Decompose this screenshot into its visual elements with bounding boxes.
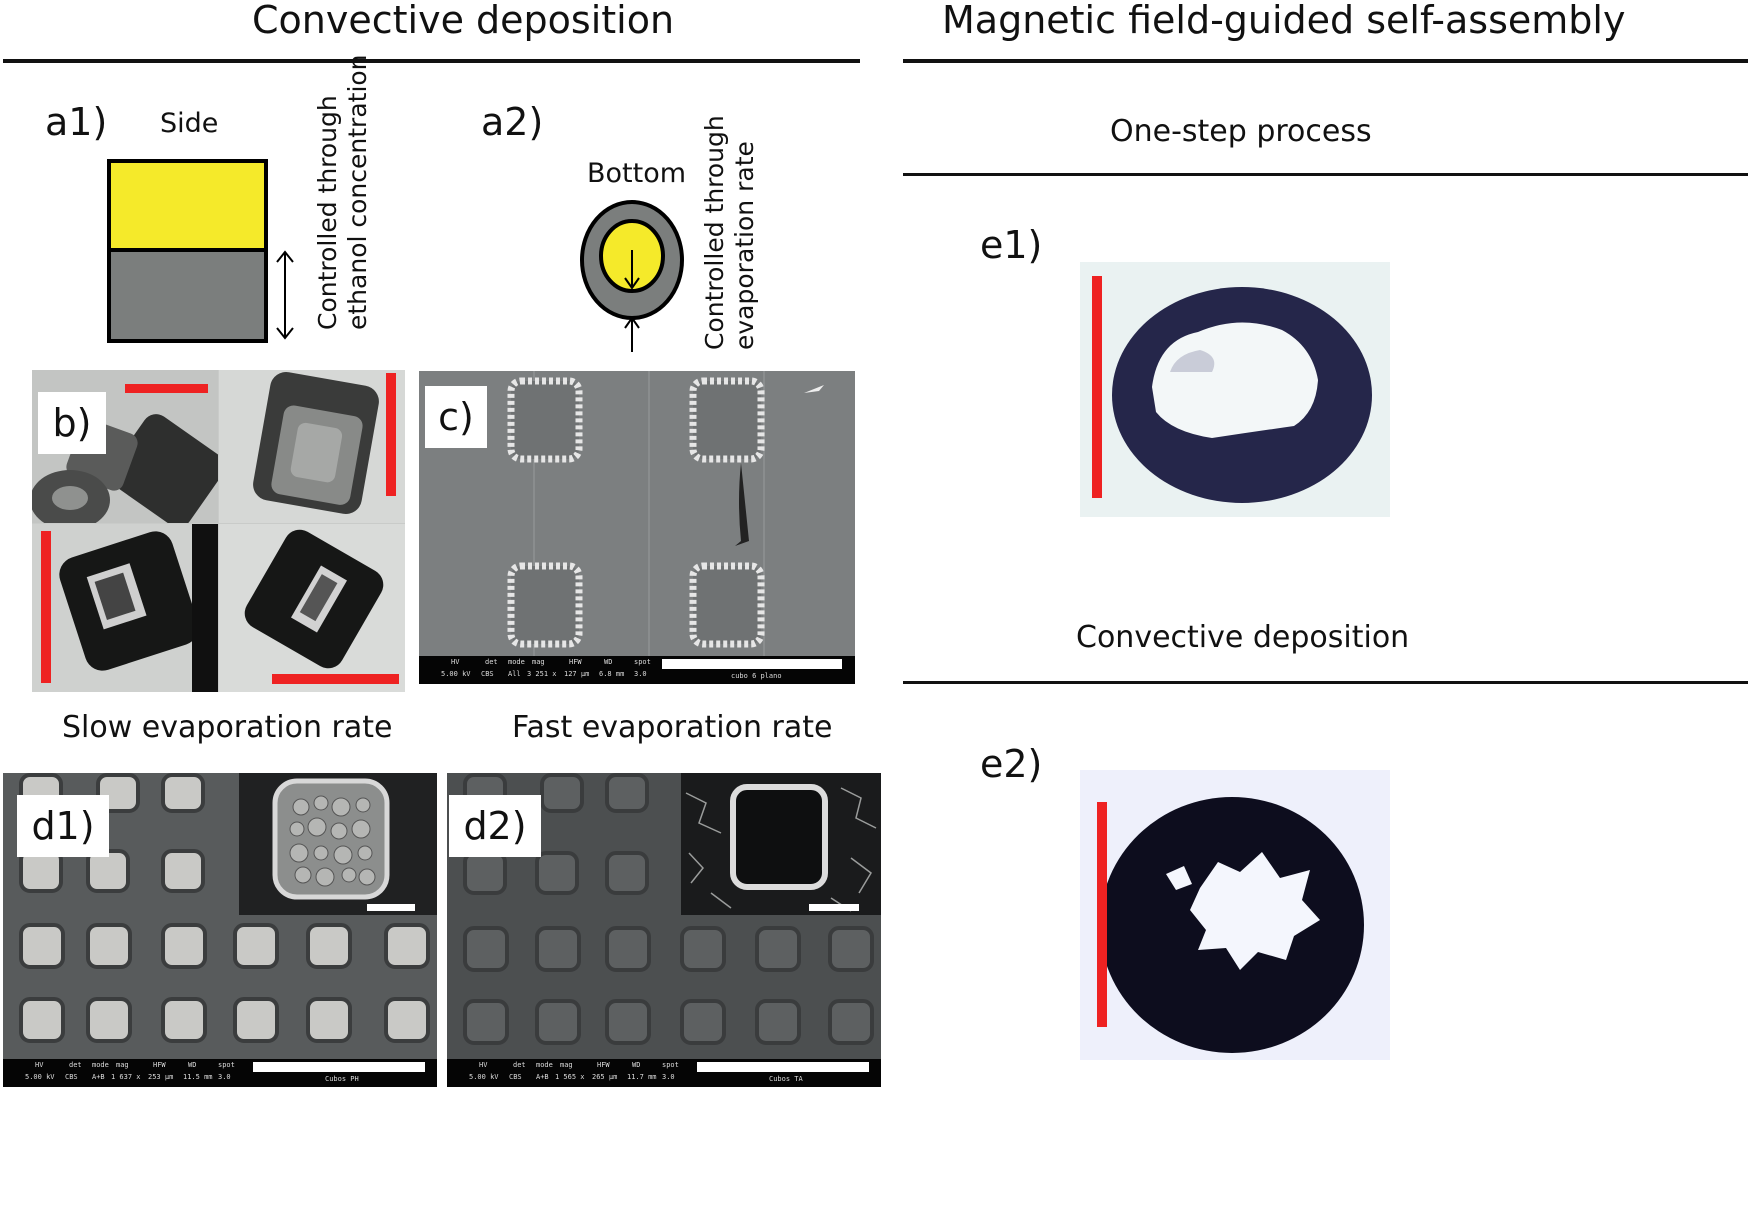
e2-ring (1080, 770, 1390, 1060)
panel-c-label: c) (425, 386, 487, 448)
panel-d2-title: Fast evaporation rate (512, 710, 833, 745)
panel-e2-label: e2) (980, 742, 1043, 786)
panel-d2-label: d2) (449, 795, 541, 857)
panel-a2-view-label: Bottom (587, 158, 687, 189)
a2-control-note: Controlled through evaporation rate (700, 115, 759, 350)
sem-d1-scale-bar (253, 1062, 425, 1072)
panel-a1-view-label: Side (160, 108, 219, 139)
panel-b-micrographs: b) (32, 370, 405, 692)
tile-filled-cube-left (32, 524, 218, 692)
panel-a1-label: a1) (45, 100, 108, 144)
sem-d2-inset (681, 773, 881, 915)
sem-c-infobar: HV det mode mag HFW WD spot 5.00 kV CBS … (419, 656, 855, 684)
tile-upright-cube (219, 370, 405, 523)
ethanol-layer (107, 159, 268, 252)
panel-e2-ring-image (1080, 770, 1390, 1060)
scale-bar-e2 (1097, 802, 1107, 1027)
a1-control-note: Controlled through ethanol concentration (313, 54, 372, 330)
side-view-diagram (107, 159, 294, 343)
tile-tilted-cube (32, 370, 218, 523)
e2-section-title: Convective deposition (1076, 620, 1410, 655)
bottom-view-diagram (580, 200, 684, 352)
e1-section-rule (903, 173, 1748, 176)
panel-e1-label: e1) (980, 223, 1043, 267)
e1-ring (1080, 262, 1390, 517)
right-header-rule (903, 59, 1748, 63)
scale-bar-b-top (125, 384, 208, 393)
sem-d2-scale-bar (697, 1062, 869, 1072)
left-header-rule (3, 59, 860, 63)
panel-d2-sem-image: HV det mode mag HFW WD spot 5.00 kV CBS … (447, 773, 881, 1087)
sem-d1-inset (239, 773, 437, 915)
panel-d1-title: Slow evaporation rate (62, 710, 393, 745)
e2-section-rule (903, 681, 1748, 684)
panel-b-label: b) (38, 392, 106, 454)
sem-d1-infobar: HV det mode mag HFW WD spot 5.00 kV CBS … (3, 1059, 437, 1087)
sem-d2-infobar: HV det mode mag HFW WD spot 5.00 kV CBS … (447, 1059, 881, 1087)
right-header: Magnetic field-guided self-assembly (942, 0, 1626, 42)
panel-e1-ring-image (1080, 262, 1390, 517)
water-layer (107, 248, 268, 343)
scale-bar-e1 (1092, 276, 1102, 498)
panel-c-sem-image: HV det mode mag HFW WD spot 5.00 kV CBS … (419, 371, 855, 684)
scale-bar-b-bottom (272, 674, 399, 684)
e1-section-title: One-step process (1110, 114, 1372, 149)
panel-d1-sem-image: HV det mode mag HFW WD spot 5.00 kV CBS … (3, 773, 437, 1087)
left-header: Convective deposition (252, 0, 675, 42)
sem-c-scale-bar (662, 659, 842, 669)
panel-d1-label: d1) (17, 795, 109, 857)
scale-bar-b-right (386, 373, 396, 496)
sem-c-pattern (419, 371, 855, 656)
tile-filled-cube-right (219, 524, 405, 692)
panel-a2-label: a2) (481, 100, 544, 144)
scale-bar-b-left (41, 531, 51, 683)
